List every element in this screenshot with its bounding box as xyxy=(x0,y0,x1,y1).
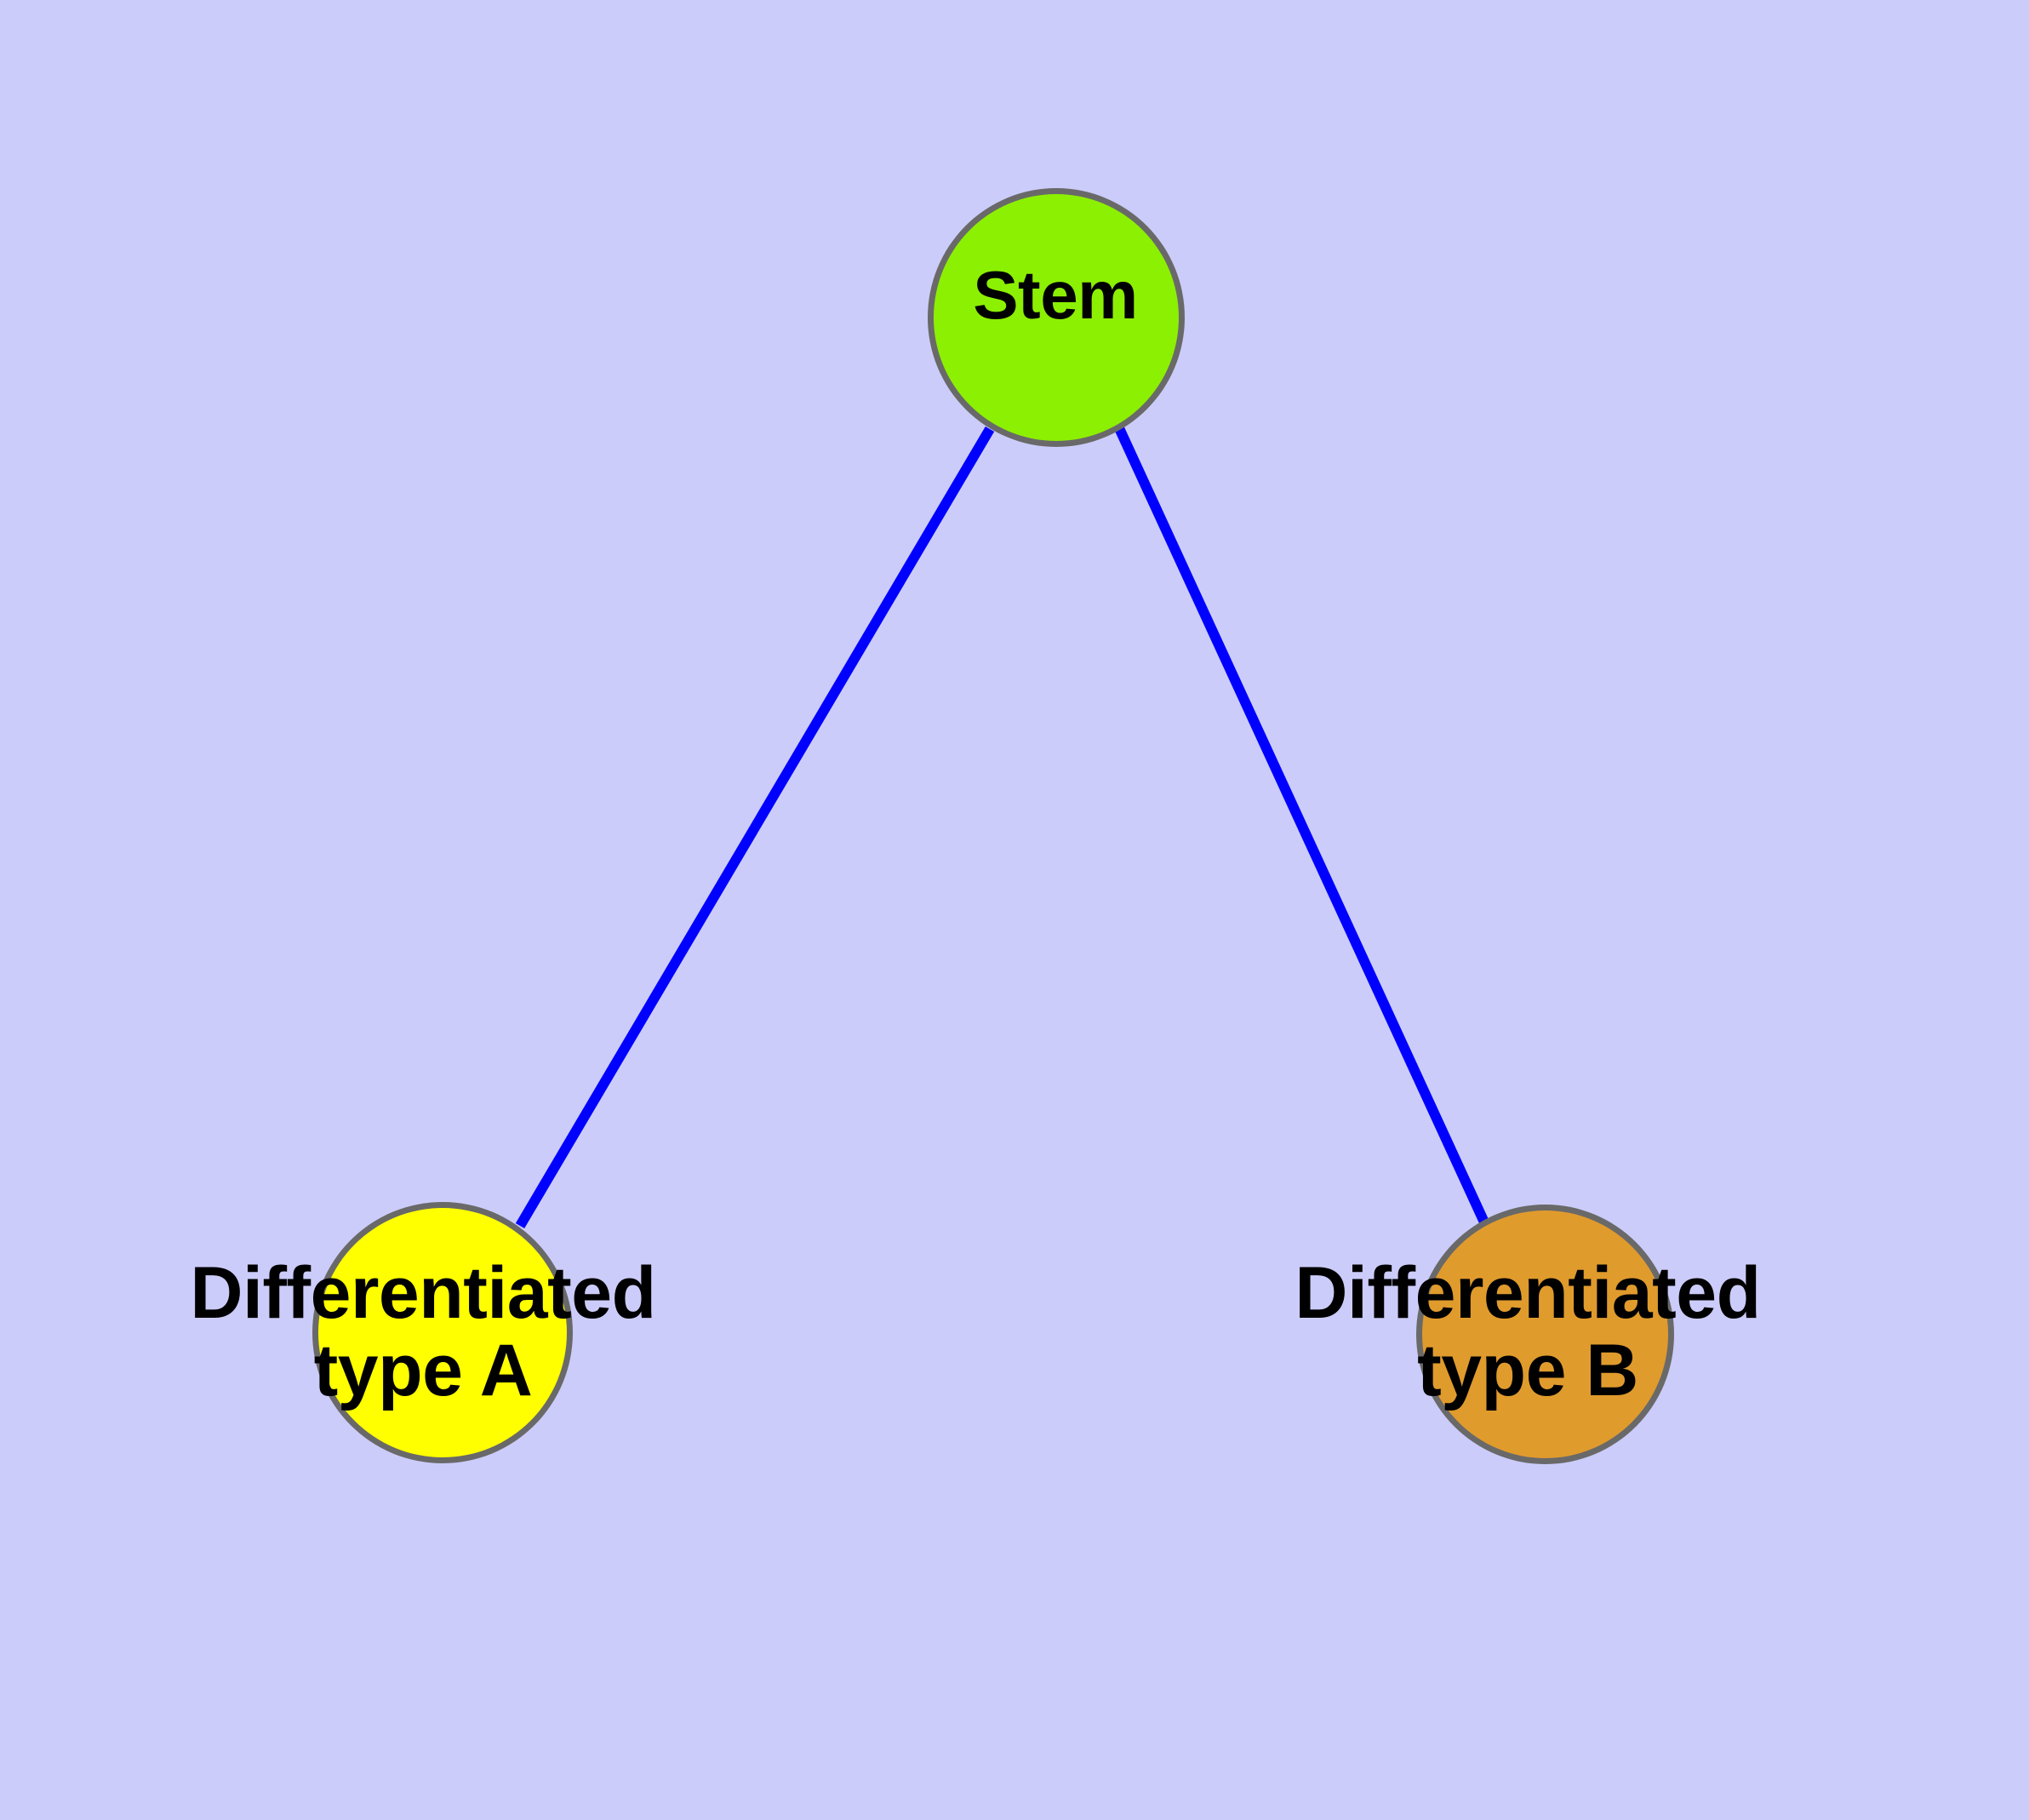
node-differentiated-type-a[interactable] xyxy=(312,1202,573,1463)
node-stem[interactable] xyxy=(928,188,1185,447)
edge-stem-to-diff-a xyxy=(515,426,995,1229)
node-differentiated-type-b[interactable] xyxy=(1416,1205,1674,1464)
edge-stem-to-diff-b xyxy=(1114,426,1490,1227)
